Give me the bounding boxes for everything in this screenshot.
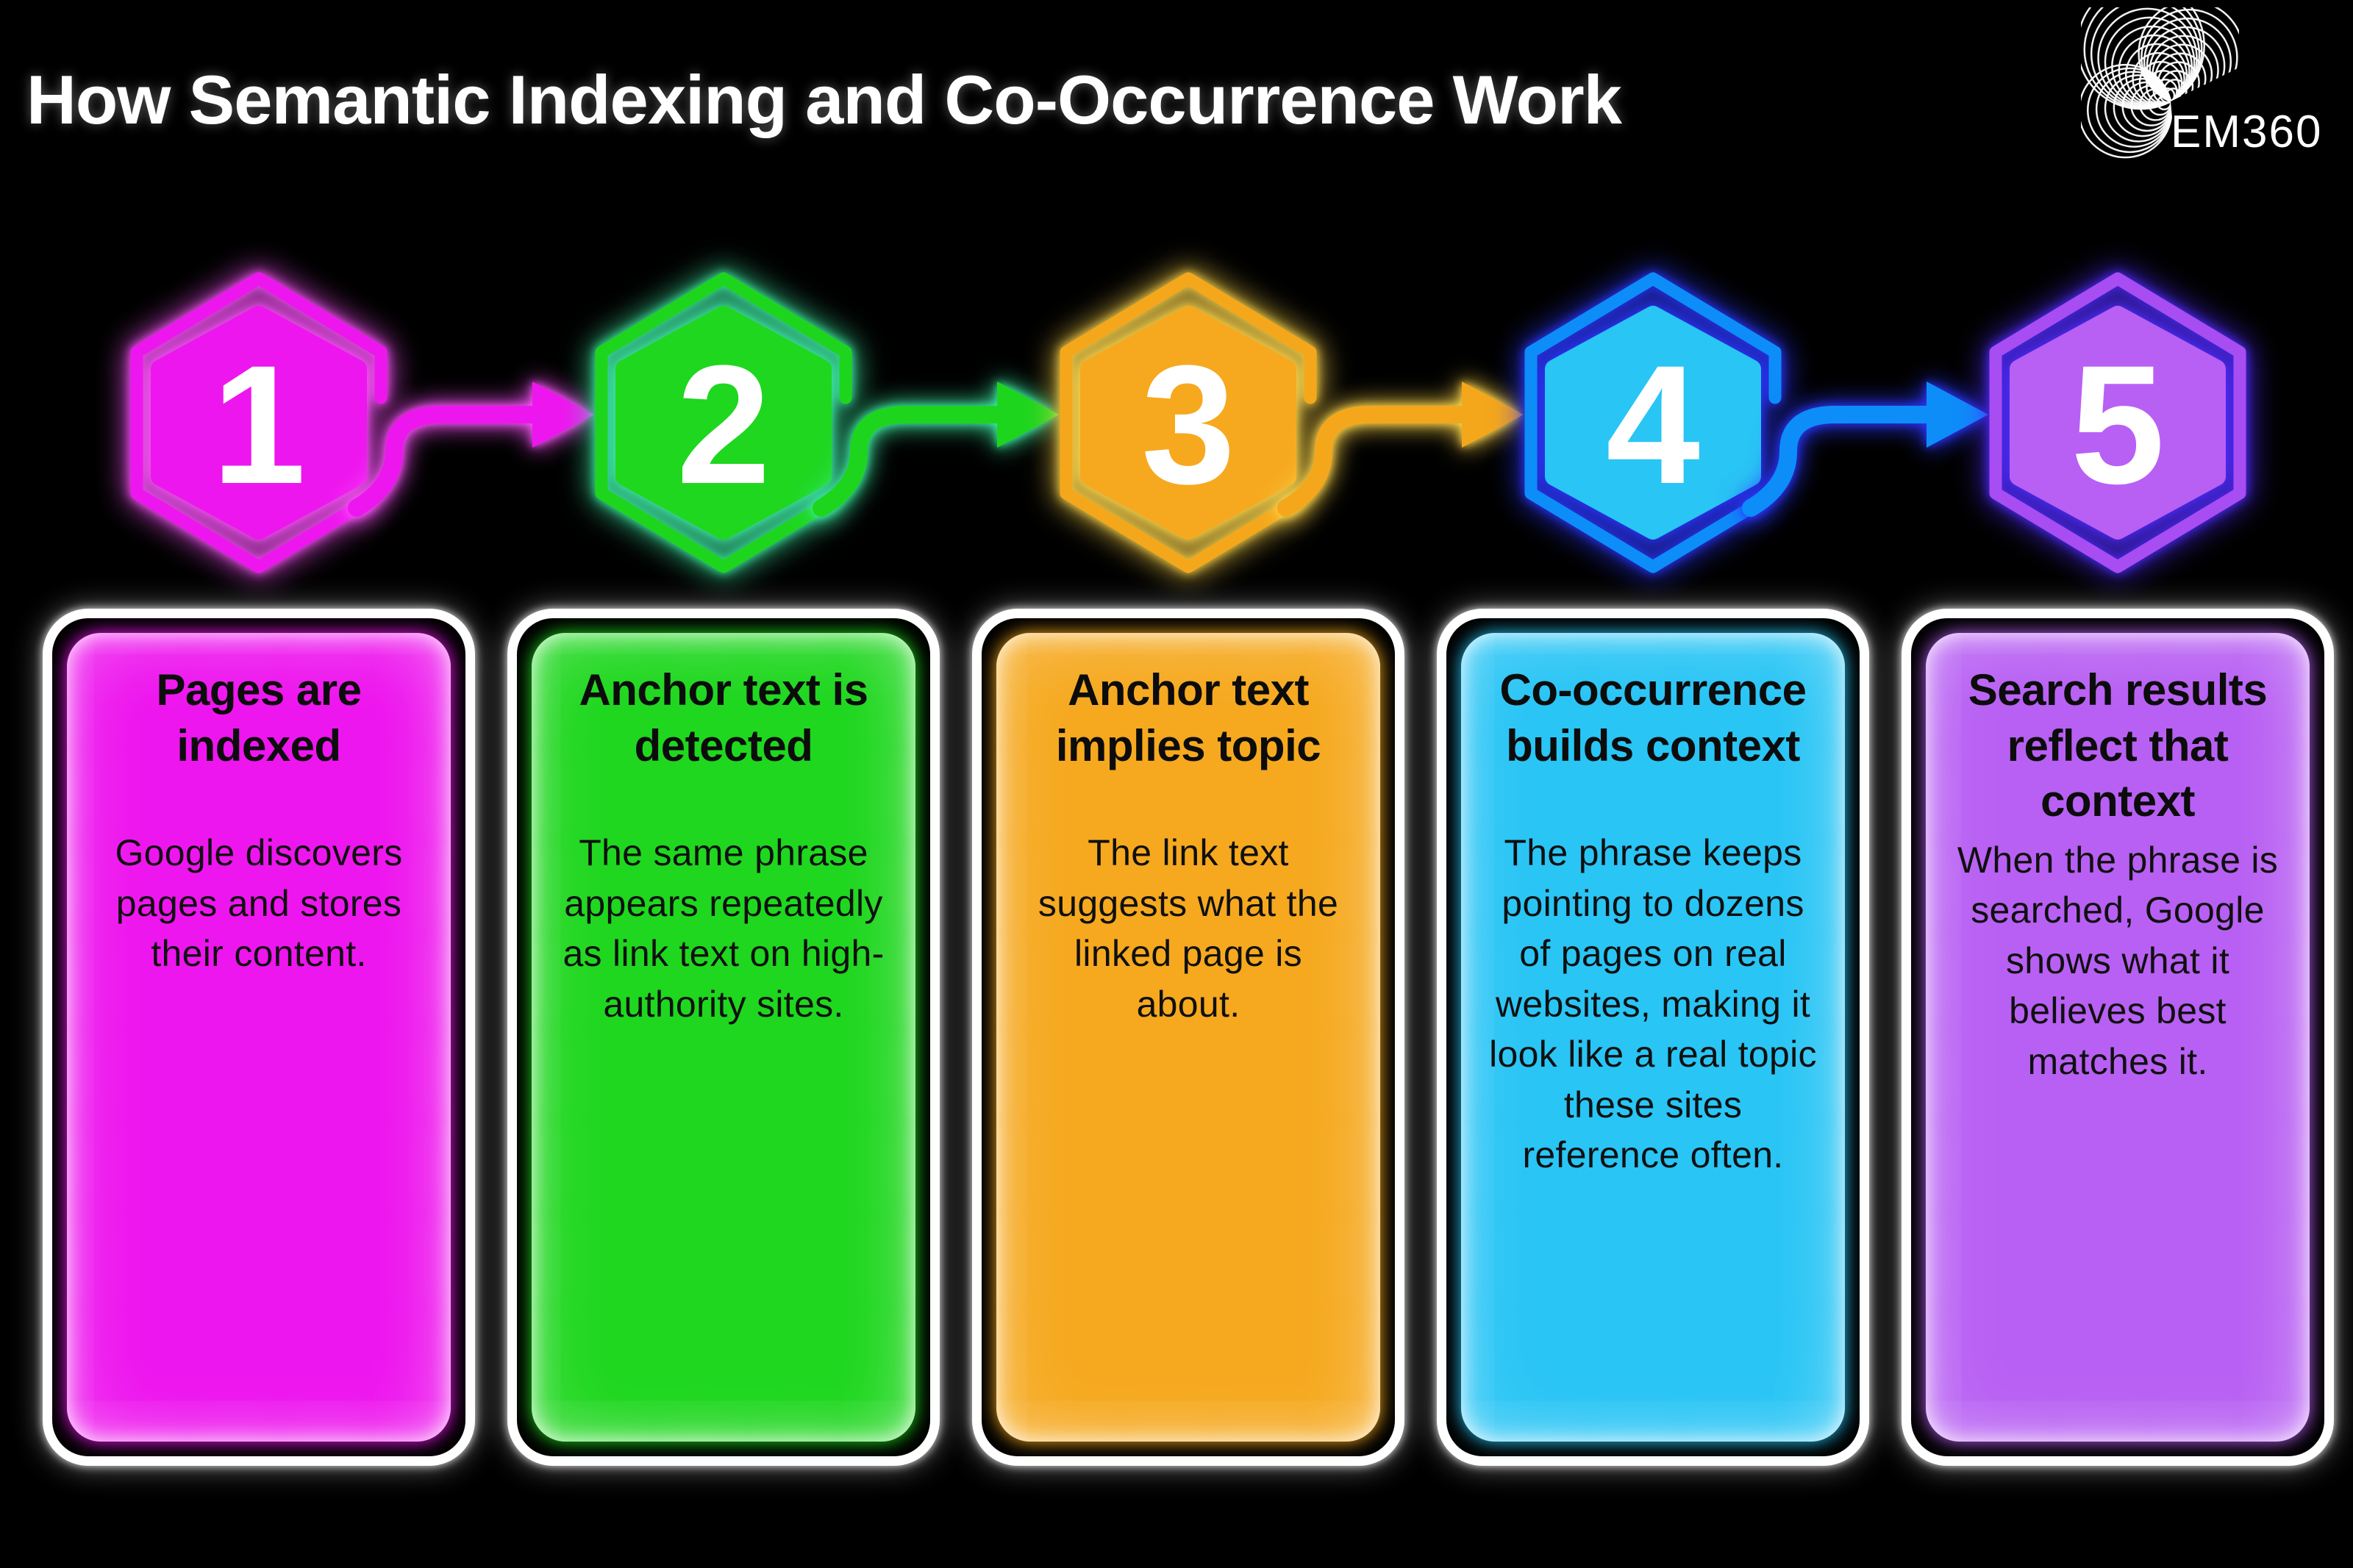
arrow-head xyxy=(997,382,1059,448)
step-card-body: The phrase keeps pointing to dozens of p… xyxy=(1489,832,1817,1176)
step-card-body: Google discovers pages and stores their … xyxy=(115,832,403,975)
step-card-5: Search results reflect that context When… xyxy=(1902,609,2334,1466)
step-hexagon-2: 2 xyxy=(595,272,852,573)
step-card-1: Pages are indexed Google discovers pages… xyxy=(43,609,475,1466)
step-card-title: Pages are indexed xyxy=(156,665,362,770)
step-number: 1 xyxy=(212,330,306,519)
step-card-surface: Co-occurrence builds context The phrase … xyxy=(1461,633,1845,1442)
em360-ripple-icon xyxy=(2081,7,2239,165)
hexagon-outline xyxy=(1524,272,1782,573)
step-card-title: Search results reflect that context xyxy=(1968,665,2268,826)
hexagon-outline xyxy=(595,272,852,573)
hexagon-fill xyxy=(1080,306,1296,540)
step-hexagon-3: 3 xyxy=(1060,272,1317,573)
arrow-shaft xyxy=(1742,406,1940,517)
step-number: 3 xyxy=(1141,330,1235,519)
step-card-surface: Anchor text implies topic The link text … xyxy=(996,633,1380,1442)
flow-arrow-3-4 xyxy=(1277,382,1524,517)
hexagon-outline xyxy=(130,272,388,573)
step-card-title: Co-occurrence builds context xyxy=(1499,665,1807,770)
hexagon-fill xyxy=(2010,306,2226,540)
hexagon-fill xyxy=(1545,306,1761,540)
arrow-head xyxy=(1462,382,1524,448)
arrow-head xyxy=(1927,382,1988,448)
arrow-shaft xyxy=(813,406,1010,517)
step-number: 5 xyxy=(2071,330,2165,519)
arrow-shaft xyxy=(1277,406,1475,517)
hexagon-outline xyxy=(1060,272,1317,573)
brand-logo: EM360 xyxy=(2081,7,2338,165)
step-card-surface: Search results reflect that context When… xyxy=(1926,633,2310,1442)
step-hexagon-4: 4 xyxy=(1524,272,1782,573)
step-card-body: When the phrase is searched, Google show… xyxy=(1957,839,2279,1082)
flow-arrow-1-2 xyxy=(348,382,594,517)
hexagon-fill xyxy=(151,306,367,540)
step-cards: Pages are indexed Google discovers pages… xyxy=(43,609,2334,1466)
step-card-title: Anchor text is detected xyxy=(579,665,868,770)
arrow-head xyxy=(532,382,594,448)
step-number: 2 xyxy=(676,330,771,519)
flow-arrow-4-5 xyxy=(1742,382,1988,517)
step-card-2: Anchor text is detected The same phrase … xyxy=(507,609,940,1466)
step-card-3: Anchor text implies topic The link text … xyxy=(972,609,1404,1466)
brand-name: EM360 xyxy=(2171,107,2323,157)
arrow-shaft xyxy=(348,406,546,517)
step-hexagon-5: 5 xyxy=(1989,272,2246,573)
step-card-body: The link text suggests what the linked p… xyxy=(1038,832,1339,1025)
step-card-body: The same phrase appears repeatedly as li… xyxy=(563,832,885,1025)
step-hexagon-1: 1 xyxy=(130,272,388,573)
page-title: How Semantic Indexing and Co-Occurrence … xyxy=(26,61,1622,138)
hexagon-fill xyxy=(615,306,832,540)
hexagon-outline xyxy=(1989,272,2246,573)
step-card-surface: Pages are indexed Google discovers pages… xyxy=(67,633,451,1442)
step-card-surface: Anchor text is detected The same phrase … xyxy=(532,633,915,1442)
step-card-title: Anchor text implies topic xyxy=(1055,665,1321,770)
step-number: 4 xyxy=(1606,330,1700,519)
flow-arrow-2-3 xyxy=(813,382,1059,517)
step-card-4: Co-occurrence builds context The phrase … xyxy=(1437,609,1869,1466)
